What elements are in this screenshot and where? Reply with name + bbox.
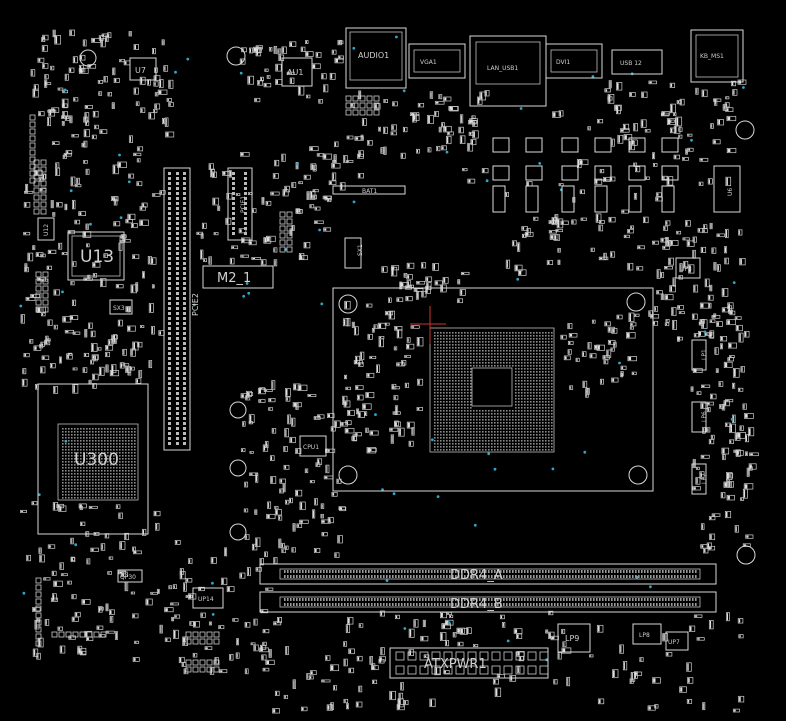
u7-label: U7	[135, 66, 146, 75]
dimm-b-pins	[284, 598, 697, 606]
audio-codec-au1[interactable]: AU1	[281, 57, 313, 87]
ic-u6-right[interactable]: U6	[713, 165, 741, 213]
chipset-u300[interactable]: U300	[37, 383, 149, 535]
pcie1-pins	[232, 172, 247, 235]
u6-label: U6	[727, 188, 734, 196]
ddr-b-label: DDR4_B	[450, 597, 503, 612]
dvi-label: DVI1	[556, 59, 570, 66]
vga-connector[interactable]: VGA1	[408, 43, 466, 79]
sx1-label: SX1	[357, 244, 364, 256]
ic-u7[interactable]: U7	[129, 57, 157, 81]
lp1-label: LP1	[701, 349, 708, 360]
capacitors	[79, 46, 756, 565]
vga-label: VGA1	[420, 59, 437, 66]
atx-label: ATXPWR1	[424, 657, 487, 672]
pcie-slot[interactable]: PCIE2	[163, 167, 200, 451]
up3-label: UP3	[680, 266, 692, 273]
cpu-pin-grid	[434, 332, 553, 451]
lp8-label: LP8	[639, 632, 650, 639]
ddr-a-label: DDR4_A	[450, 568, 503, 583]
pcie-label: PCIE2	[191, 293, 200, 316]
audio-label: AUDIO1	[358, 51, 389, 60]
m2-label: M2_1	[217, 271, 251, 286]
atx-power-connector[interactable]: ATXPWR1	[389, 647, 549, 679]
smd-component-field	[20, 29, 759, 714]
ic-cpu1-vr[interactable]: CPU1	[299, 435, 327, 457]
lan-label: LAN_USB1	[487, 65, 518, 72]
cursor-crosshair	[410, 306, 446, 344]
inductor-lp1[interactable]: LP1	[691, 339, 708, 371]
pcie-pins	[168, 172, 186, 445]
u300-label: U300	[74, 450, 119, 470]
pch-ball-grid	[62, 428, 136, 499]
crystal-sx1[interactable]: SX1	[344, 237, 364, 269]
up14-label: UP14	[198, 596, 214, 603]
sx3-label: SX3	[113, 305, 125, 312]
u13-label: U13	[80, 247, 114, 267]
au1-label: AU1	[287, 68, 303, 77]
bat1-label: BAT1	[362, 188, 377, 195]
crystal-sx3[interactable]: SX3	[109, 299, 133, 315]
lp9-label: LP9	[565, 634, 579, 643]
audio-connector[interactable]: AUDIO1	[345, 27, 407, 89]
atx-pins	[395, 651, 549, 675]
dimm-a-pins	[284, 570, 697, 578]
m2-slot[interactable]: M2_1	[202, 265, 274, 289]
ic-up7[interactable]: UP7	[665, 631, 689, 651]
ps2-connector[interactable]: KB_MS1	[690, 29, 744, 83]
pcie1-label: PCIE1	[240, 196, 247, 213]
inductor-lp8[interactable]: LP8	[632, 623, 662, 645]
inductor-lp7[interactable]: LP7	[691, 463, 708, 495]
qp30-label: QP30	[120, 574, 136, 581]
inductor-lp9[interactable]: LP9	[557, 623, 591, 653]
pin-headers	[29, 95, 380, 673]
cpu1-label: CPU1	[303, 444, 319, 451]
lp7-label: LP7	[701, 473, 708, 484]
ic-u12[interactable]: U12	[37, 217, 55, 241]
pcie-x1-slot[interactable]: PCIE1	[227, 167, 253, 241]
ic-qp30[interactable]: QP30	[117, 569, 143, 583]
ic-up14[interactable]: UP14	[192, 587, 224, 609]
ic-up3[interactable]: UP3	[675, 257, 701, 279]
super-io-u13[interactable]: U13	[67, 231, 125, 281]
battery-bat1[interactable]: BAT1	[332, 185, 406, 195]
inductor-lp6[interactable]: LP6	[691, 401, 708, 433]
cpu-socket[interactable]	[332, 287, 654, 492]
dimm-slot-a[interactable]: DDR4_A	[259, 563, 717, 585]
usb-label: USB 12	[620, 60, 642, 67]
dvi-connector[interactable]: DVI1	[545, 43, 603, 79]
up7-label: UP7	[668, 639, 680, 646]
lp6-label: LP6	[701, 411, 708, 422]
vrm-mosfets	[492, 137, 679, 213]
kb-label: KB_MS1	[700, 53, 724, 60]
usb-connector[interactable]: USB 12	[611, 49, 663, 75]
u12-label: U12	[43, 224, 50, 236]
dimm-slot-b[interactable]: DDR4_B	[259, 591, 717, 613]
